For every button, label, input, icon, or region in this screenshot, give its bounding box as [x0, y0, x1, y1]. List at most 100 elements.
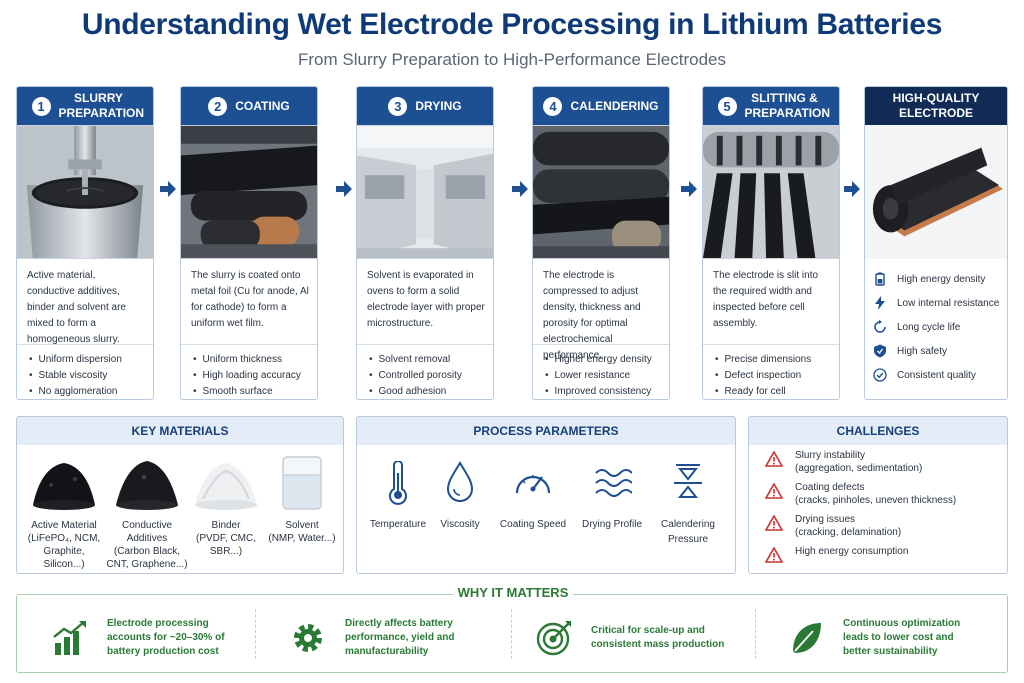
step-title: CALENDERING: [570, 98, 659, 113]
target-icon: [536, 621, 571, 656]
divider: [755, 609, 756, 659]
challenge-item: Drying issues (cracking, delamination): [765, 513, 1007, 545]
step-bullets: Precise dimensions Defect inspection Rea…: [703, 345, 839, 399]
key-materials-panel: KEY MATERIALS Active Material (LiFePO₄, …: [16, 416, 344, 574]
step-description: Active material, conductive additives, b…: [17, 259, 153, 345]
step-number: 3: [388, 96, 408, 116]
lightning-icon: [875, 296, 885, 310]
parameter-label: Temperature: [369, 519, 427, 530]
electrode-roll-photo: [865, 125, 1007, 259]
why-item-cost: Electrode processing accounts for ~20–30…: [51, 613, 225, 663]
step-calendering: 4 CALENDERING The electrode is compresse…: [532, 86, 670, 400]
leaf-icon: [793, 623, 821, 653]
bullet-item: Improved consistency: [545, 384, 659, 399]
challenges-panel: CHALLENGES Slurry instability (aggregati…: [748, 416, 1008, 574]
step-number: 5: [717, 96, 737, 116]
feature-item: Low internal resistance: [873, 291, 1007, 315]
check-circle-icon: [873, 368, 887, 382]
warning-icon: [765, 483, 783, 499]
warning-icon: [765, 515, 783, 531]
challenge-item: Coating defects (cracks, pinholes, uneve…: [765, 481, 1007, 513]
feature-item: High energy density: [873, 267, 1007, 291]
feature-label: Consistent quality: [897, 369, 976, 381]
step-header: 2 COATING: [181, 87, 317, 125]
bullet-item: Precise dimensions: [715, 352, 829, 368]
material-active: Active Material (LiFePO₄, NCM, Graphite,…: [23, 455, 105, 571]
challenge-item: Slurry instability (aggregation, sedimen…: [765, 449, 1007, 481]
panel-title: CHALLENGES: [749, 417, 1007, 445]
material-label: Conductive Additives (Carbon Black, CNT,…: [106, 520, 188, 570]
slitting-machine-photo: [703, 125, 839, 259]
mixer-photo: [17, 125, 153, 259]
page-title: Understanding Wet Electrode Processing i…: [81, 8, 943, 41]
why-item-performance: Directly affects battery performance, yi…: [289, 613, 454, 663]
step-bullets: Uniform thickness High loading accuracy …: [181, 345, 317, 399]
step-number: 4: [543, 96, 563, 116]
why-text: Critical for scale-up and consistent mas…: [591, 625, 725, 650]
step-number: 1: [31, 96, 51, 116]
material-label: Active Material (LiFePO₄, NCM, Graphite,…: [27, 520, 101, 570]
step-title: COATING: [235, 98, 290, 113]
battery-icon: [875, 272, 885, 286]
step-coating: 2 COATING The slurry is coated onto meta…: [180, 86, 318, 400]
warning-icon: [765, 451, 783, 467]
divider: [255, 609, 256, 659]
step-drying: 3 DRYING Solvent is evaporated in ovens …: [356, 86, 494, 400]
parameter-label: Calendering Pressure: [661, 519, 715, 545]
step-bullets: Uniform dispersion Stable viscosity No a…: [17, 345, 153, 399]
step-slitting: 5 SLITTING & PREPARATION The electrode i…: [702, 86, 840, 400]
parameter-label: Coating Speed: [499, 519, 567, 530]
step-description: The slurry is coated onto metal foil (Cu…: [181, 259, 317, 345]
parameter-coating-speed: Coating Speed: [492, 461, 574, 532]
parameter-calendering-pressure: Calendering Pressure: [647, 461, 729, 547]
arrow-right-icon: [160, 181, 176, 197]
panel-title: WHY IT MATTERS: [453, 585, 573, 600]
step-title: SLITTING & PREPARATION: [744, 91, 831, 120]
result-title: HIGH-QUALITY ELECTRODE: [865, 87, 1007, 125]
divider: [511, 609, 512, 659]
process-parameters-panel: PROCESS PARAMETERS Temperature Viscosity…: [356, 416, 736, 574]
step-slurry-preparation: 1 SLURRY PREPARATION Active material, co…: [16, 86, 154, 400]
material-solvent: Solvent (NMP, Water...): [261, 455, 343, 545]
pressure-icon: [674, 464, 702, 498]
bullet-item: High loading accuracy: [193, 368, 307, 384]
bullet-item: Stable viscosity: [29, 368, 143, 384]
material-label: Binder (PVDF, CMC, SBR...): [196, 520, 256, 557]
bullet-item: Defect inspection: [715, 368, 829, 384]
thermometer-icon: [389, 461, 407, 505]
result-features: High energy density Low internal resista…: [865, 259, 1007, 387]
carbon-powder-icon: [116, 461, 178, 510]
parameter-label: Viscosity: [440, 519, 480, 530]
step-description: The electrode is compressed to adjust de…: [533, 259, 669, 361]
challenge-text: Coating defects (cracks, pinholes, uneve…: [795, 482, 957, 506]
step-bullets: Higher energy density Lower resistance I…: [533, 345, 669, 399]
why-text: Directly affects battery performance, yi…: [345, 618, 455, 657]
challenge-text: Slurry instability (aggregation, sedimen…: [795, 450, 923, 474]
arrow-right-icon: [336, 181, 352, 197]
challenges-list: Slurry instability (aggregation, sedimen…: [749, 445, 1007, 573]
growth-chart-icon: [53, 621, 86, 655]
why-item-scale-up: Critical for scale-up and consistent mas…: [535, 613, 724, 663]
step-header: 5 SLITTING & PREPARATION: [703, 87, 839, 125]
material-conductive: Conductive Additives (Carbon Black, CNT,…: [106, 455, 188, 571]
material-label: Solvent (NMP, Water...): [268, 520, 336, 544]
why-text: Electrode processing accounts for ~20–30…: [107, 618, 225, 657]
step-header: 1 SLURRY PREPARATION: [17, 87, 153, 125]
why-item-sustainability: Continuous optimization leads to lower c…: [787, 613, 960, 663]
gauge-icon: [515, 475, 551, 494]
bullet-item: Smooth surface: [193, 384, 307, 399]
step-title: DRYING: [415, 98, 462, 113]
challenge-item: High energy consumption: [765, 545, 1007, 573]
challenge-text: Drying issues (cracking, delamination): [795, 514, 902, 538]
parameter-temperature: Temperature: [357, 461, 439, 532]
panel-title: PROCESS PARAMETERS: [357, 417, 735, 445]
why-it-matters-panel: WHY IT MATTERS Electrode processing acco…: [16, 585, 1008, 673]
feature-label: Long cycle life: [897, 321, 961, 333]
parameter-viscosity: Viscosity: [419, 461, 501, 532]
warning-icon: [765, 547, 783, 563]
feature-label: Low internal resistance: [897, 297, 1000, 309]
step-header: 4 CALENDERING: [533, 87, 669, 125]
beaker-icon: [282, 456, 322, 510]
bullet-item: Uniform thickness: [193, 352, 307, 368]
cycle-icon: [874, 320, 886, 333]
